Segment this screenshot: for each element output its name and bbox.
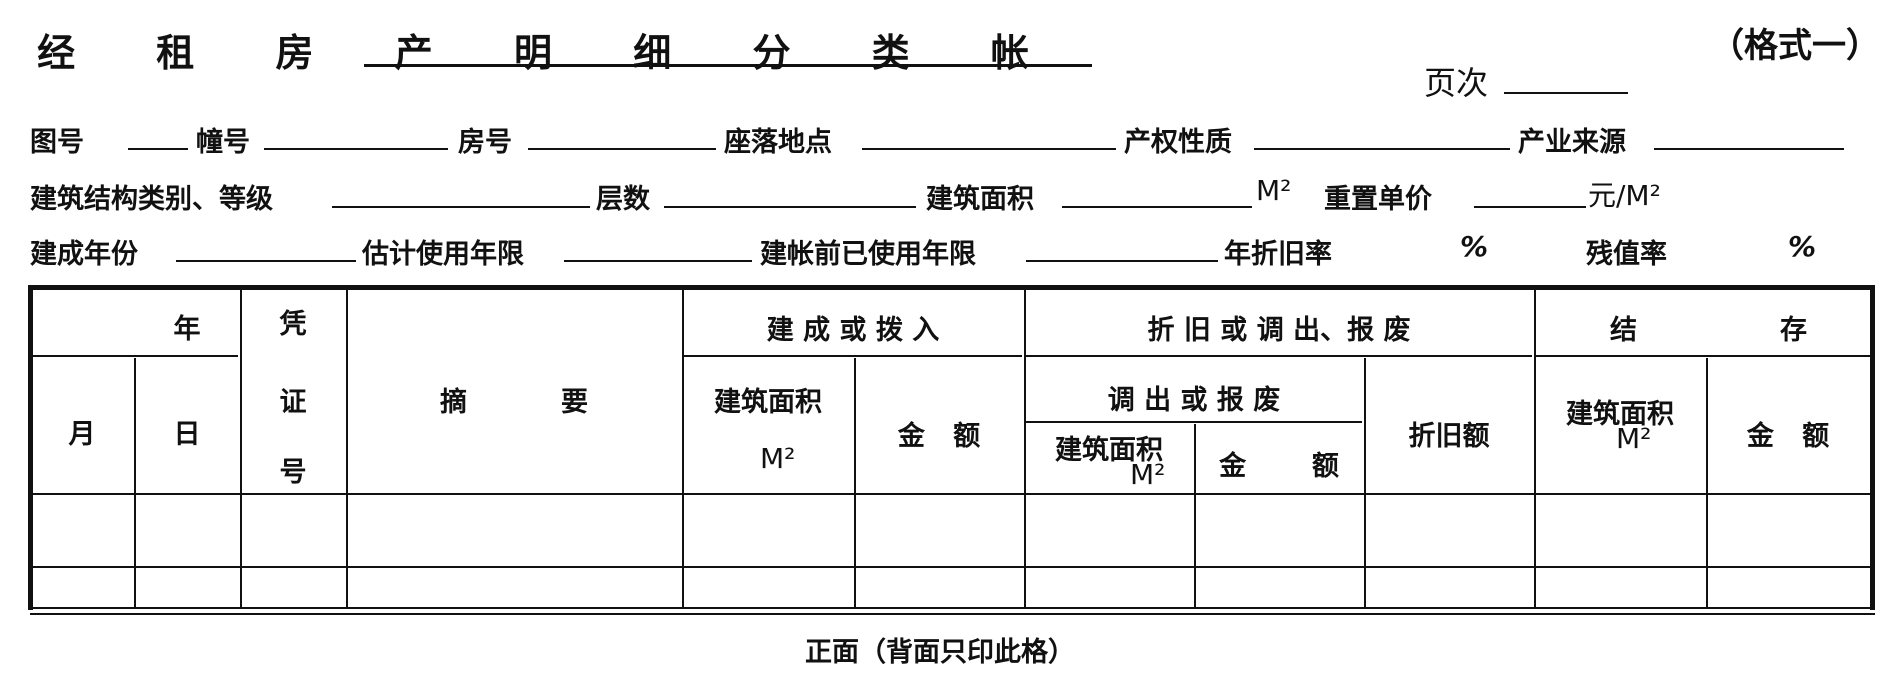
structure-field[interactable] (332, 206, 590, 208)
col-builtin-area-unit: M² (760, 442, 796, 475)
col-transfer-area-unit: M² (1130, 458, 1166, 491)
col-balance-amount: 金 额 (1746, 421, 1830, 452)
col-day-header: 日 (173, 419, 201, 450)
used-years-label: 建帐前已使用年限 (760, 239, 976, 270)
page-label: 页次 (1424, 64, 1489, 102)
col-line-transfer-depramt (1364, 358, 1366, 608)
price-unit: 元/M² (1588, 179, 1661, 212)
page-number-field[interactable] (1504, 92, 1628, 94)
used-years-field[interactable] (1026, 260, 1218, 262)
col-month-header: 月 (68, 419, 96, 450)
depr-rate-pct: % (1460, 230, 1489, 263)
location-field[interactable] (862, 148, 1116, 150)
area-unit: M² (1256, 174, 1292, 207)
residual-pct: % (1788, 230, 1817, 263)
col-transfer-header: 调 出 或 报 废 (1107, 385, 1281, 416)
col-balance-area-unit: M² (1616, 422, 1652, 455)
table-bottom-rule (30, 607, 1875, 609)
col-line-month-day (134, 358, 136, 608)
room-no-field[interactable] (528, 148, 716, 150)
hline-transfer (1026, 421, 1362, 423)
unit-price-label: 重置单价 (1324, 184, 1432, 215)
hline-balance (1536, 355, 1870, 357)
col-voucher-3: 号 (279, 457, 307, 488)
hline-year (32, 355, 238, 357)
map-no-label: 图号 (30, 127, 84, 158)
col-line-voucher-summary (346, 290, 348, 608)
col-depr-header: 折 旧 或 调 出、报 废 (1147, 315, 1411, 346)
depr-rate-label: 年折旧率 (1224, 239, 1332, 270)
floors-label: 层数 (596, 184, 650, 215)
col-transfer-amount: 金 额 (1219, 451, 1339, 482)
table-top-rule (30, 285, 1875, 290)
col-builtin-header: 建 成 或 拨 入 (766, 315, 940, 346)
hline-depr (1026, 355, 1532, 357)
unit-price-field[interactable] (1474, 206, 1586, 208)
col-line-depr-balance (1534, 290, 1536, 608)
col-line-transfer-inner (1194, 424, 1196, 608)
col-balance-b: 存 (1780, 315, 1807, 346)
table-left-border (28, 285, 33, 610)
map-no-field[interactable] (128, 148, 188, 150)
col-depr-amount: 折旧额 (1408, 421, 1490, 452)
est-life-label: 估计使用年限 (362, 239, 524, 270)
est-life-field[interactable] (564, 260, 752, 262)
ownership-field[interactable] (1254, 148, 1510, 150)
col-balance-a: 结 (1610, 315, 1637, 346)
footer-note: 正面（背面只印此格） (805, 637, 1075, 668)
structure-label: 建筑结构类别、等级 (30, 184, 273, 215)
table-row (32, 566, 1870, 568)
building-no-label: 幢号 (196, 127, 250, 158)
title-underline (364, 64, 1092, 67)
room-no-label: 房号 (458, 127, 512, 158)
col-voucher-2: 证 (279, 387, 307, 418)
col-line-builtin-inner (854, 358, 856, 608)
col-line-day-voucher (240, 290, 242, 608)
col-builtin-area: 建筑面积 (714, 387, 822, 418)
area-field[interactable] (1062, 206, 1252, 208)
floors-field[interactable] (664, 206, 916, 208)
table-bottom-rule-double (30, 613, 1875, 615)
hline-header-bottom (32, 493, 1870, 495)
source-field[interactable] (1654, 148, 1844, 150)
residual-label: 残值率 (1586, 239, 1667, 270)
building-no-field[interactable] (264, 148, 448, 150)
ledger-title: 经 租 房 产 明 细 分 类 帐 (37, 31, 1063, 75)
col-line-summary-builtin (682, 290, 684, 608)
format-tag: （格式一） (1710, 26, 1880, 66)
col-line-builtin-depr (1024, 290, 1026, 608)
table-right-border (1870, 285, 1875, 610)
year-built-label: 建成年份 (30, 239, 138, 270)
col-balance-area: 建筑面积 (1566, 399, 1674, 430)
col-year-header: 年 (173, 314, 201, 345)
col-builtin-amount: 金 额 (897, 421, 981, 452)
location-label: 座落地点 (724, 127, 832, 158)
year-built-field[interactable] (176, 260, 356, 262)
ownership-label: 产权性质 (1124, 127, 1232, 158)
source-label: 产业来源 (1518, 127, 1626, 158)
hline-builtin (684, 355, 1022, 357)
col-voucher-1: 凭 (279, 309, 307, 340)
area-label: 建筑面积 (926, 184, 1034, 215)
col-line-balance-inner (1706, 358, 1708, 608)
col-transfer-area: 建筑面积 (1055, 435, 1163, 466)
col-summary-header: 摘 要 (440, 387, 588, 418)
